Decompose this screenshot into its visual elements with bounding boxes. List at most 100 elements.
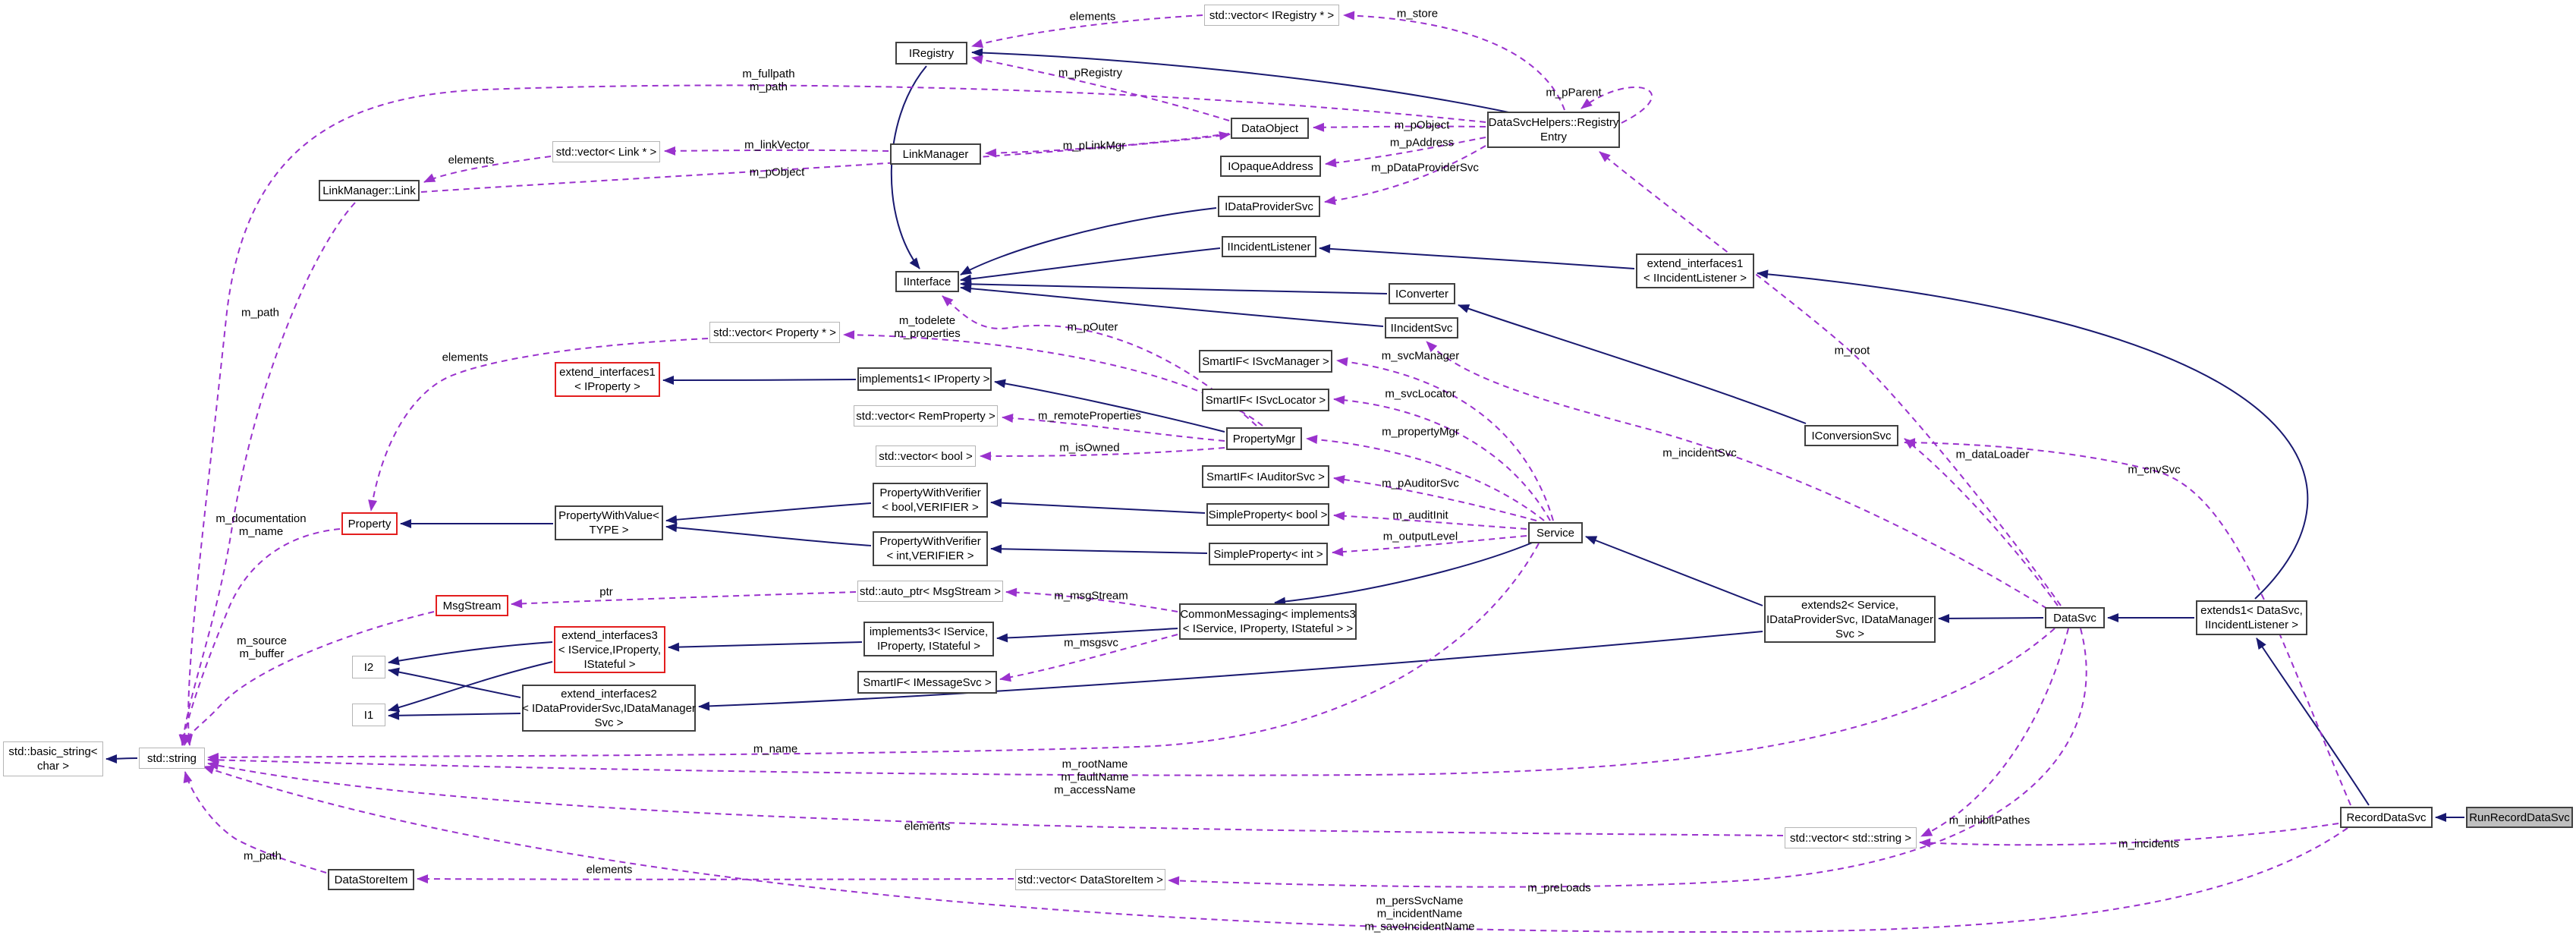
- node-extend-interfaces1-IProperty[interactable]: extend_interfaces1< IProperty >: [555, 362, 660, 397]
- node-extend-interfaces2[interactable]: extend_interfaces2< IDataProviderSvc,IDa…: [522, 685, 696, 732]
- edge-label-line: m_inhibitPathes: [1949, 814, 2030, 827]
- edge-usage-DataSvc-to-RegistryEntry: [1599, 151, 2062, 606]
- edge-label-m_pParent: m_pParent: [1546, 87, 1601, 99]
- node-DataObject[interactable]: DataObject: [1231, 118, 1309, 139]
- edge-label-line: m_path: [241, 306, 280, 320]
- edge-usage-Service-to-SmartIF-ISvcLocator: [1333, 395, 1551, 521]
- node-label-line: IInterface: [903, 275, 951, 288]
- node-PropertyWithVerifier-int[interactable]: PropertyWithVerifier< int,VERIFIER >: [873, 531, 988, 566]
- edge-label-elements: elements: [448, 154, 495, 167]
- node-PropertyWithValue[interactable]: PropertyWithValue<TYPE >: [555, 505, 663, 540]
- node-IConversionSvc[interactable]: IConversionSvc: [1804, 425, 1898, 446]
- edge-label-line: m_accessName: [1054, 783, 1136, 797]
- node-basic-string[interactable]: std::basic_string<char >: [3, 741, 103, 776]
- edge-inherit-PropertyWithVerifier-int-to-PropertyWithValue: [665, 523, 872, 546]
- edge-usage-vector-DataStoreItem-to-DataStoreItem: [417, 874, 1014, 884]
- edge-label-m_svcManager: m_svcManager: [1382, 350, 1460, 363]
- edge-usage-CommonMessaging-to-SmartIF-IMessageSvc: [999, 634, 1178, 682]
- node-SmartIF-ISvcManager[interactable]: SmartIF< ISvcManager >: [1199, 350, 1332, 373]
- node-label-line: IConverter: [1395, 287, 1449, 301]
- node-SmartIF-IAuditorSvc[interactable]: SmartIF< IAuditorSvc >: [1202, 465, 1329, 488]
- node-RecordDataSvc[interactable]: RecordDataSvc: [2340, 807, 2433, 828]
- node-implements3[interactable]: implements3< IService,IProperty, IStatef…: [863, 622, 994, 656]
- edge-label-m_pDataProviderSvc: m_pDataProviderSvc: [1371, 162, 1479, 175]
- node-extend-interfaces1-IIncidentListener[interactable]: extend_interfaces1< IIncidentListener >: [1636, 253, 1754, 288]
- node-CommonMessaging[interactable]: CommonMessaging< implements3< IService, …: [1179, 603, 1357, 640]
- node-vector-RemProperty[interactable]: std::vector< RemProperty >: [854, 405, 998, 427]
- node-auto-ptr-MsgStream[interactable]: std::auto_ptr< MsgStream >: [857, 581, 1003, 602]
- node-PropertyWithVerifier-bool[interactable]: PropertyWithVerifier< bool,VERIFIER >: [873, 483, 988, 518]
- node-std-string[interactable]: std::string: [139, 748, 205, 769]
- edge-label-line: m_svcLocator: [1385, 387, 1456, 401]
- node-DataSvc[interactable]: DataSvc: [2045, 607, 2105, 628]
- edge-label-m_pLinkMgr: m_pLinkMgr: [1063, 140, 1126, 153]
- node-label-line: implements3< IService,: [869, 625, 989, 638]
- edge-label-line: m_cnvSvc: [2128, 463, 2181, 477]
- node-MsgStream[interactable]: MsgStream: [436, 595, 508, 616]
- node-LinkManager[interactable]: LinkManager: [890, 143, 981, 165]
- node-label-line: SmartIF< ISvcLocator >: [1205, 393, 1326, 407]
- node-vector-IRegistry[interactable]: std::vector< IRegistry * >: [1204, 5, 1339, 26]
- node-SimpleProperty-int[interactable]: SimpleProperty< int >: [1209, 543, 1328, 565]
- node-LinkManager-Link[interactable]: LinkManager::Link: [319, 180, 420, 201]
- edge-label-m_name: m_name: [753, 743, 797, 756]
- node-label-line: < int,VERIFIER >: [886, 549, 974, 562]
- node-IConverter[interactable]: IConverter: [1389, 283, 1455, 304]
- node-PropertyMgr[interactable]: PropertyMgr: [1226, 427, 1302, 450]
- edge-usage-RegistryEntry-to-IOpaqueAddress: [1325, 137, 1486, 168]
- node-RunRecordDataSvc[interactable]: RunRecordDataSvc: [2466, 807, 2573, 828]
- node-vector-Property[interactable]: std::vector< Property * >: [709, 322, 840, 343]
- node-vector-bool[interactable]: std::vector< bool >: [876, 445, 976, 467]
- edge-label-m_store: m_store: [1397, 8, 1438, 20]
- edge-inherit-SimpleProperty-bool-to-PropertyWithVerifier-bool: [990, 498, 1206, 514]
- node-IRegistry[interactable]: IRegistry: [895, 42, 967, 65]
- node-label-line: std::basic_string<: [8, 745, 98, 758]
- edge-label-line: m_isOwned: [1059, 441, 1120, 455]
- edge-usage-Service-to-SimpleProperty-int: [1332, 535, 1527, 557]
- node-implements1-IProperty[interactable]: implements1< IProperty >: [857, 367, 992, 391]
- edge-usage-LinkManager-to-vector-Link: [664, 146, 889, 156]
- node-vector-Link[interactable]: std::vector< Link * >: [552, 141, 660, 162]
- node-I1[interactable]: I1: [352, 704, 385, 726]
- edge-label-m_outputLevel: m_outputLevel: [1383, 530, 1458, 543]
- node-IInterface[interactable]: IInterface: [895, 271, 959, 292]
- node-label-line: < IService,IProperty,: [558, 643, 662, 656]
- node-label-line: LinkManager::Link: [322, 184, 416, 197]
- node-Property[interactable]: Property: [341, 512, 398, 535]
- edge-label-line: m_documentation: [215, 512, 307, 525]
- node-IOpaqueAddress[interactable]: IOpaqueAddress: [1220, 156, 1321, 177]
- node-Service[interactable]: Service: [1528, 522, 1583, 543]
- edge-usage-MsgStream-to-std-string: [183, 611, 435, 746]
- edge-label-line: m_name: [238, 525, 284, 538]
- edge-inherit-IConversionSvc-to-IConverter: [1458, 304, 1807, 424]
- node-DataStoreItem[interactable]: DataStoreItem: [328, 869, 414, 890]
- edge-inherit-IRegistry-to-IInterface: [890, 65, 927, 269]
- edge-usage-RegistryEntry-to-std-string: [184, 84, 1486, 746]
- edge-label-m_propertyMgr: m_propertyMgr: [1382, 426, 1459, 439]
- edge-label-m_cnvSvc: m_cnvSvc: [2128, 464, 2180, 477]
- edge-label-line: m_buffer: [239, 647, 285, 660]
- node-SmartIF-IMessageSvc[interactable]: SmartIF< IMessageSvc >: [857, 671, 997, 694]
- edge-label-line: m_todelete: [898, 314, 956, 327]
- node-extend-interfaces3[interactable]: extend_interfaces3< IService,IProperty,I…: [554, 626, 665, 673]
- node-IIncidentListener[interactable]: IIncidentListener: [1222, 236, 1316, 257]
- edge-label-line: m_pDataProviderSvc: [1371, 161, 1479, 175]
- edge-usage-DataSvc-to-IIncidentSvc: [1426, 341, 2048, 609]
- node-vector-DataStoreItem[interactable]: std::vector< DataStoreItem >: [1015, 869, 1165, 890]
- node-IDataProviderSvc[interactable]: IDataProviderSvc: [1218, 196, 1320, 217]
- edge-label-m_isOwned: m_isOwned: [1059, 442, 1119, 455]
- node-SimpleProperty-bool[interactable]: SimpleProperty< bool >: [1206, 503, 1329, 526]
- node-extends2[interactable]: extends2< Service,IDataProviderSvc, IDat…: [1764, 596, 1936, 643]
- node-IIncidentSvc[interactable]: IIncidentSvc: [1385, 317, 1458, 338]
- edge-label-line: m_name: [753, 742, 798, 756]
- node-extends1[interactable]: extends1< DataSvc,IIncidentListener >: [2196, 600, 2307, 635]
- node-vector-string[interactable]: std::vector< std::string >: [1785, 827, 1917, 848]
- node-label-line: < IService, IProperty, IStateful > >: [1182, 622, 1354, 635]
- node-SmartIF-ISvcLocator[interactable]: SmartIF< ISvcLocator >: [1202, 389, 1329, 411]
- node-I2[interactable]: I2: [352, 656, 385, 678]
- node-label-line: Service: [1536, 526, 1575, 540]
- node-label-line: I1: [363, 708, 374, 722]
